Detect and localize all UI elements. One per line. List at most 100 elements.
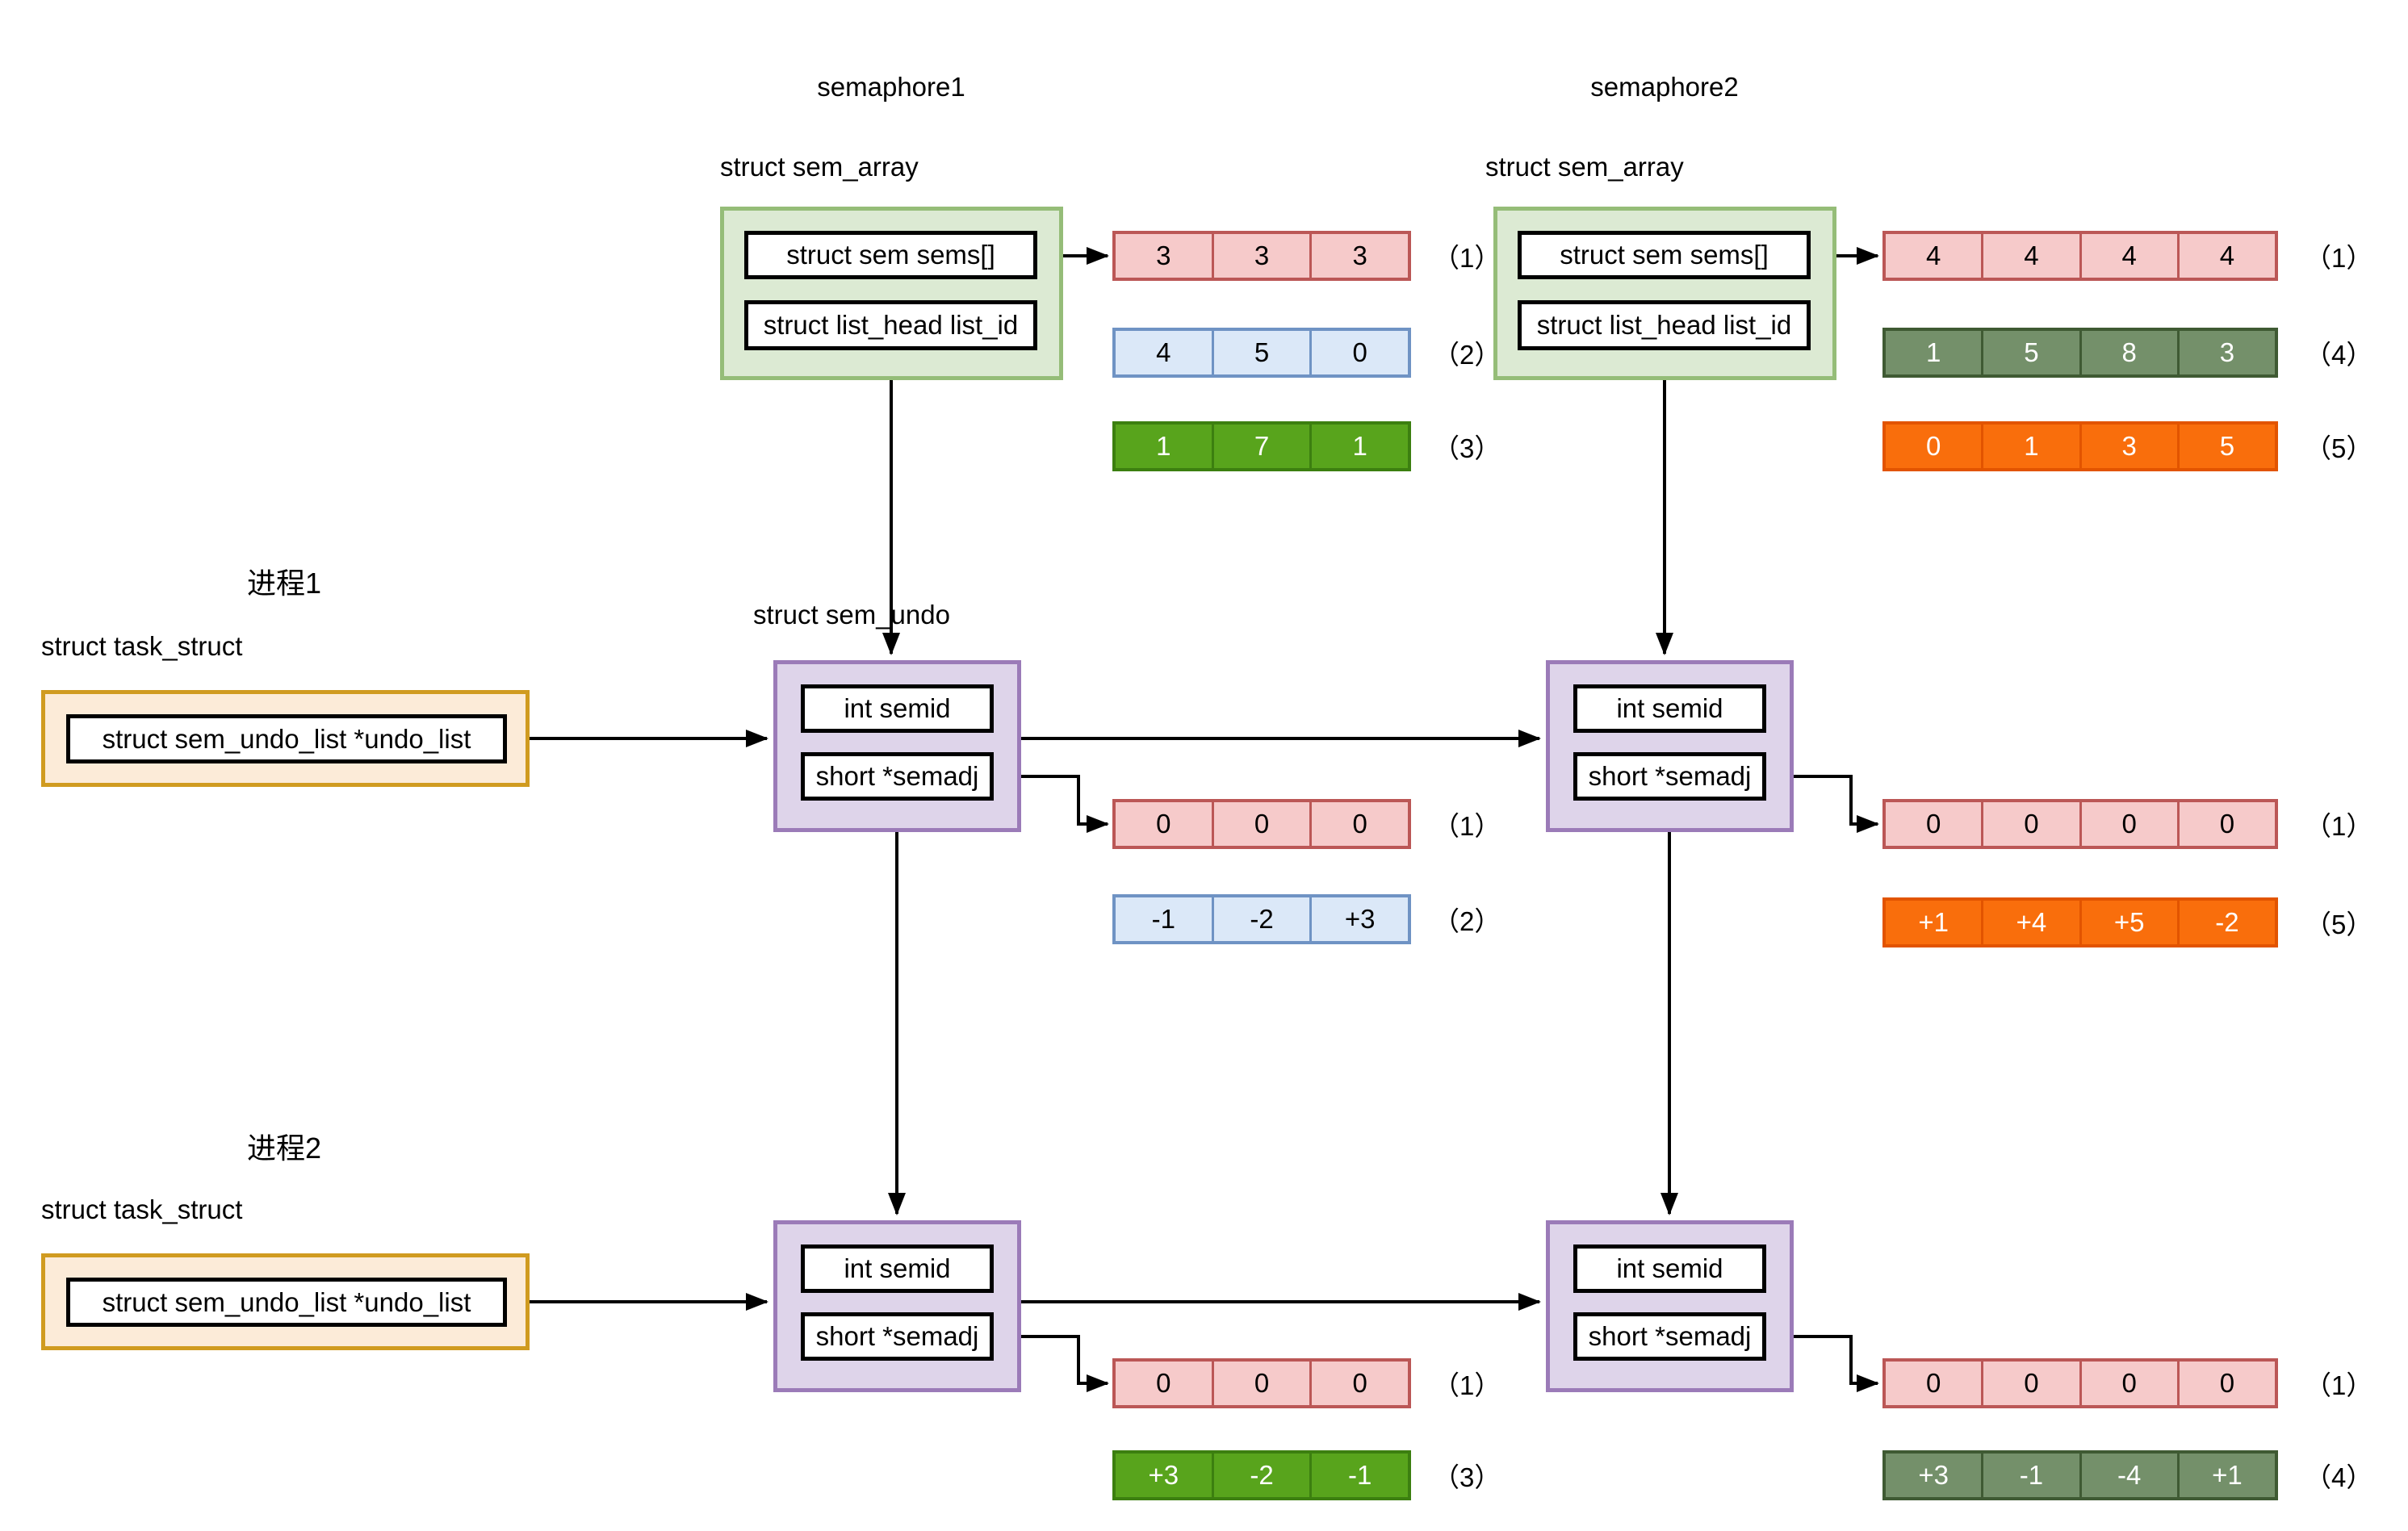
array-cell: 4 [2176,234,2275,278]
array-cell: 3 [1309,234,1408,278]
array-cell: +3 [1148,1460,1179,1490]
undo3-box: int semid short *semadj [773,1220,1021,1392]
array-cell: 3 [1156,241,1171,270]
array-cell: +1 [1918,907,1949,937]
array-cell: 4 [1981,234,2079,278]
array-cell: 0 [1925,1368,1941,1398]
array-cell: +5 [2079,901,2177,944]
sem2-list-id-field: struct list_head list_id [1518,300,1811,350]
undo1-array2: -1-2+3 [1112,894,1411,944]
array-cell: 0 [1925,809,1941,839]
process1-title: 进程1 [246,567,322,600]
arrow-undo2-semadj-to-array [1766,775,1879,833]
array-cell: -2 [1211,897,1310,941]
array-cell: -2 [2176,901,2275,944]
array-cell: 0 [1211,802,1310,846]
sem2-array3-tag: （5） [2305,433,2373,463]
array-cell: 5 [1981,331,2079,374]
undo1-box: int semid short *semadj [773,660,1021,832]
sem-undo-label: struct sem_undo [753,600,950,630]
undo1-semadj-field: short *semadj [801,752,994,801]
array-cell: -4 [2079,1454,2177,1497]
sem2-array2-tag: （4） [2305,340,2373,370]
task2-undo-list-field: struct sem_undo_list *undo_list [66,1278,507,1327]
undo3-array2-tag: （3） [1433,1462,1501,1492]
array-cell: +1 [2176,1454,2275,1497]
array-cell: -1 [1151,904,1175,934]
arrow-undo4-semadj-to-array [1766,1335,1879,1392]
undo3-semid-field: int semid [801,1244,994,1293]
undo1-semid-field: int semid [801,684,994,733]
sem1-array3-tag: （3） [1433,433,1501,463]
array-cell: 0 [2079,1362,2177,1405]
array-cell: 1 [1309,425,1408,468]
array-cell: +3 [1918,1460,1949,1490]
undo1-array1-tag: （1） [1433,811,1501,841]
sem2-struct-label: struct sem_array [1485,152,1684,182]
semaphore2-title: semaphore2 [1590,72,1739,102]
undo2-semid-field: int semid [1573,684,1766,733]
sem2-sem-array-box: struct sem sems[] struct list_head list_… [1493,207,1836,380]
array-cell: 0 [1981,802,2079,846]
array-cell: 3 [2079,425,2177,468]
undo4-array2: +3 -1-4+1 [1882,1450,2278,1500]
task1-struct-box: struct sem_undo_list *undo_list [41,690,530,787]
sem1-array1-tag: （1） [1433,243,1501,273]
undo2-semadj-field: short *semadj [1573,752,1766,801]
array-cell: 3 [1211,234,1310,278]
sem1-struct-label: struct sem_array [720,152,919,182]
undo2-array2-tag: （5） [2305,910,2373,939]
array-cell: 4 [1925,241,1941,270]
undo2-array1-tag: （1） [2305,811,2373,841]
array-cell: 4 [2079,234,2177,278]
array-cell: 0 [2176,802,2275,846]
array-cell: 5 [2176,425,2275,468]
task2-struct-label: struct task_struct [41,1194,243,1224]
array-cell: 1 [1156,431,1171,461]
arrow-undo1-semadj-to-array [994,775,1109,833]
arrow-undo3-semadj-to-array [994,1335,1109,1392]
array-cell: 0 [2079,802,2177,846]
undo3-array2: +3-2-1 [1112,1450,1411,1500]
semaphore1-title: semaphore1 [817,72,965,102]
array-cell: 0 [2176,1362,2275,1405]
array-cell: 0 [1309,802,1408,846]
task2-struct-box: struct sem_undo_list *undo_list [41,1253,530,1350]
sem2-array1-tag: （1） [2305,243,2373,273]
array-cell: 1 [1981,425,2079,468]
sem1-sem-array-box: struct sem sems[] struct list_head list_… [720,207,1063,380]
undo2-box: int semid short *semadj [1546,660,1794,832]
task1-struct-label: struct task_struct [41,631,243,661]
array-cell: 0 [1981,1362,2079,1405]
undo4-semadj-field: short *semadj [1573,1312,1766,1361]
array-cell: 0 [1309,1362,1408,1405]
array-cell: -1 [1981,1454,2079,1497]
undo4-semid-field: int semid [1573,1244,1766,1293]
undo4-box: int semid short *semadj [1546,1220,1794,1392]
undo2-array2: +1+4+5-2 [1882,897,2278,947]
sem1-list-id-field: struct list_head list_id [744,300,1037,350]
array-cell: 4 [1156,337,1171,367]
array-cell: 5 [1211,331,1310,374]
array-cell: 8 [2079,331,2177,374]
sem1-sems-field: struct sem sems[] [744,231,1037,279]
undo1-array2-tag: （2） [1433,906,1501,936]
array-cell: 7 [1211,425,1310,468]
task1-undo-list-field: struct sem_undo_list *undo_list [66,714,507,763]
array-cell: 0 [1156,1368,1171,1398]
undo3-array1-tag: （1） [1433,1370,1501,1400]
undo4-array2-tag: （4） [2305,1462,2373,1492]
undo4-array1-tag: （1） [2305,1370,2373,1400]
